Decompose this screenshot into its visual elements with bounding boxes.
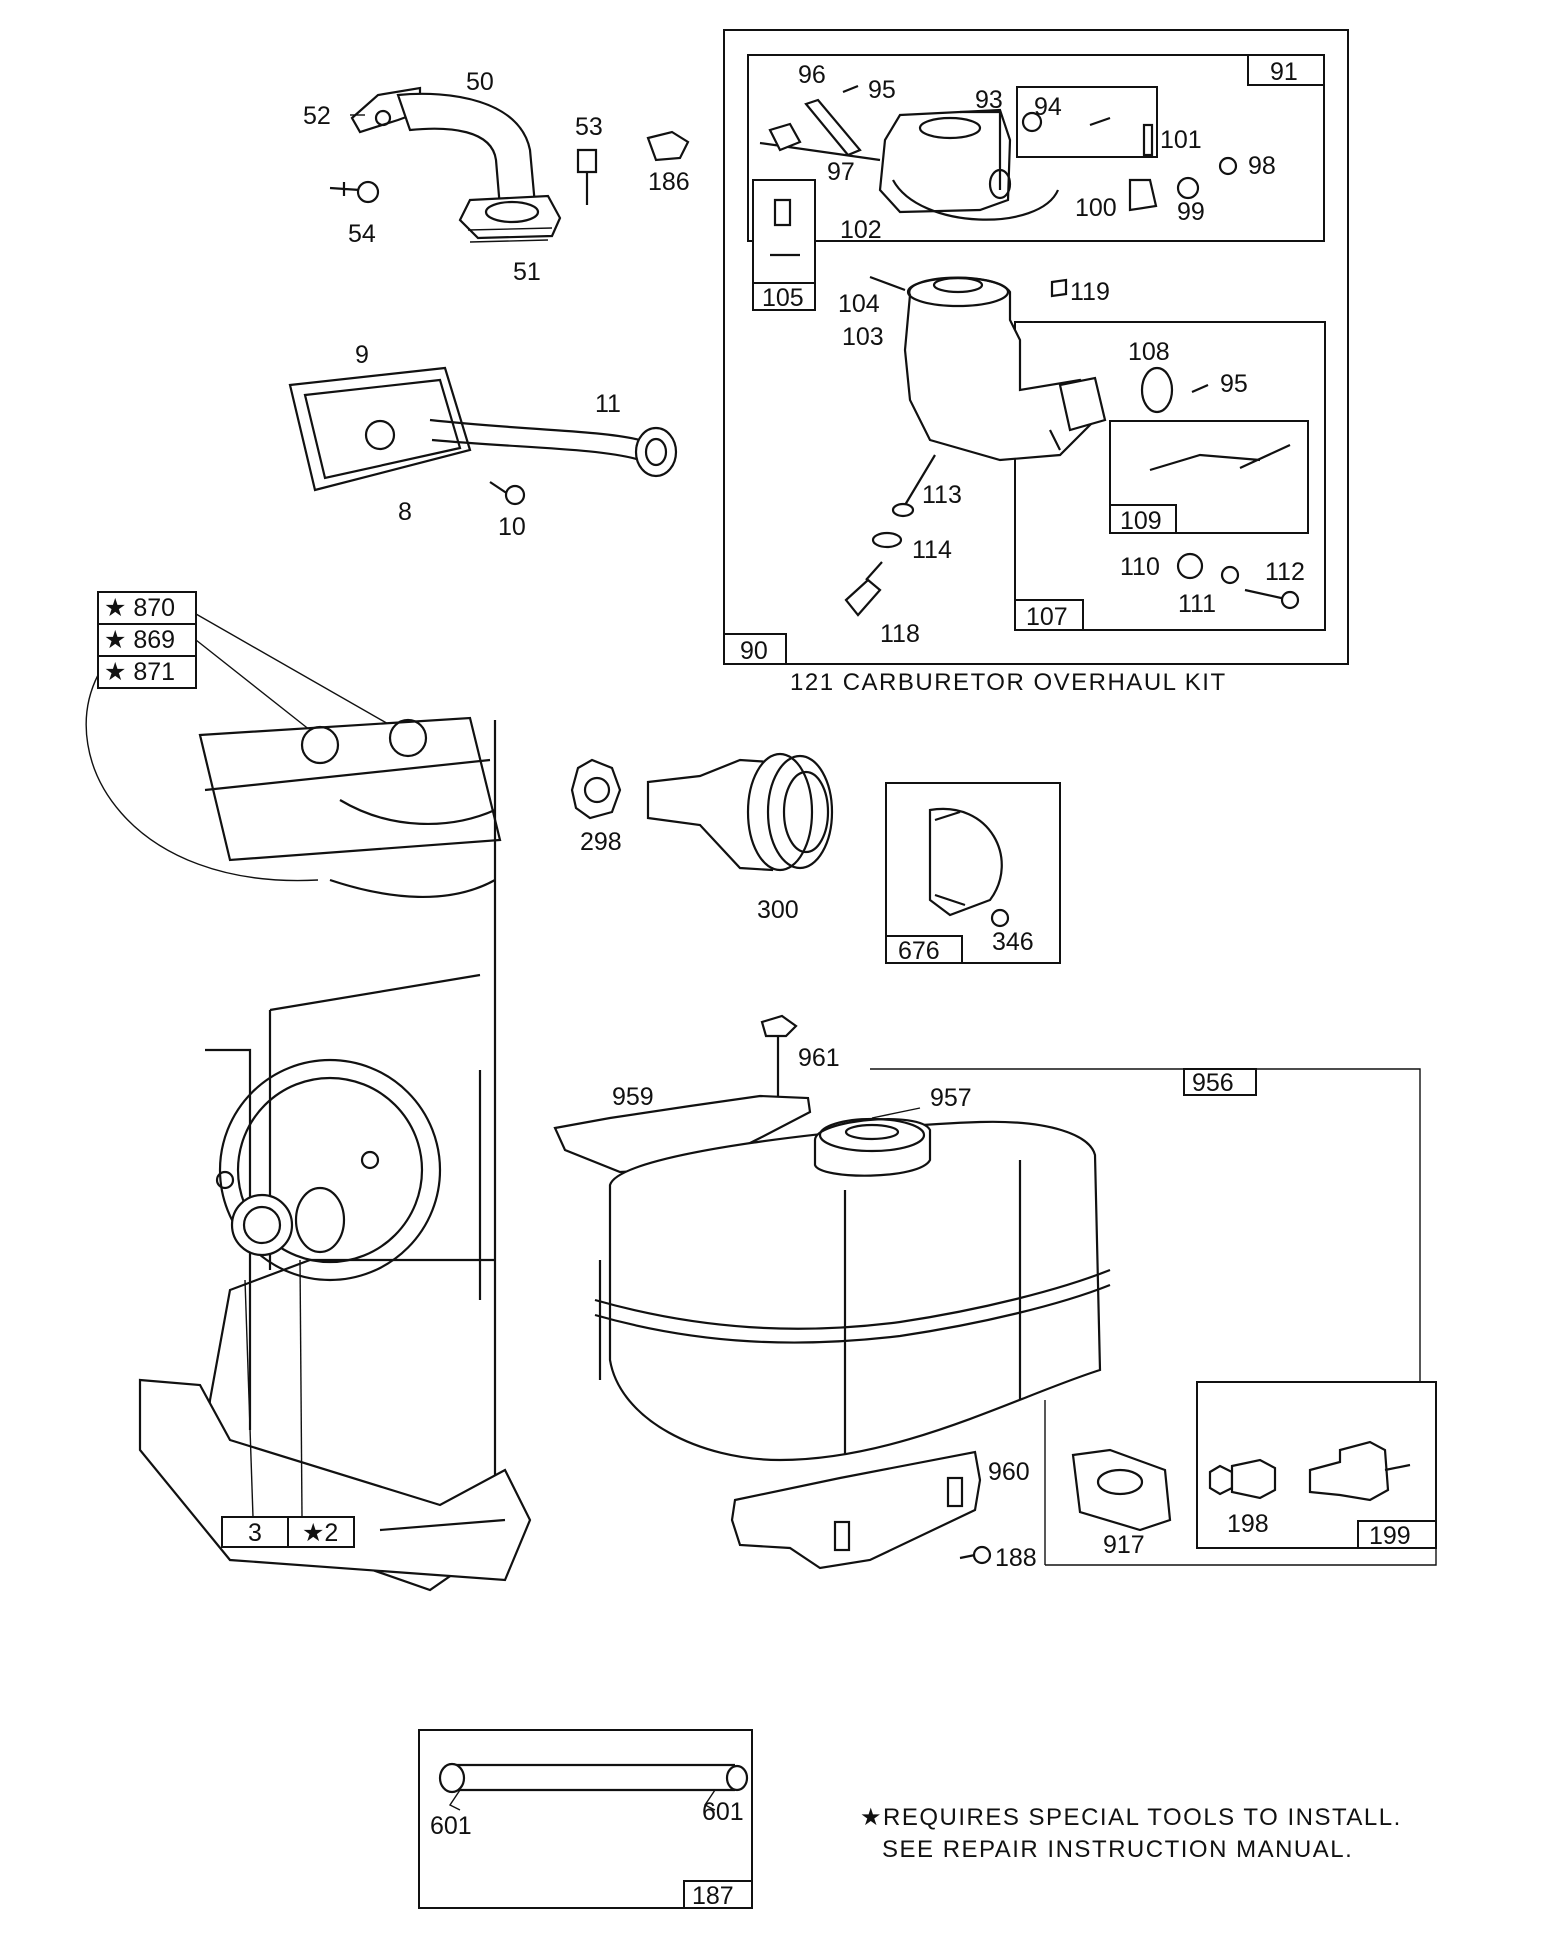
part-956-box (1183, 1068, 1257, 1096)
part-91-box (1247, 54, 1325, 86)
box-label-869: ★ 869 (104, 626, 175, 654)
label-10: 10 (498, 513, 526, 541)
label-300: 300 (757, 896, 799, 924)
label-186: 186 (648, 168, 690, 196)
part-676-group (885, 782, 1061, 964)
part-871-box (97, 655, 197, 689)
label-101: 101 (1160, 126, 1202, 154)
label-93: 93 (975, 86, 1003, 114)
part-199-box (1357, 1520, 1437, 1549)
footnote-line-2: SEE REPAIR INSTRUCTION MANUAL. (882, 1836, 1353, 1863)
part-187-box (683, 1880, 753, 1909)
label-601-left: 601 (430, 1812, 472, 1840)
box-label-109: 109 (1120, 507, 1162, 535)
label-601-right: 601 (702, 1798, 744, 1826)
label-99: 99 (1177, 198, 1205, 226)
box-label-187: 187 (692, 1882, 734, 1910)
label-50: 50 (466, 68, 494, 96)
fuel-line-group (418, 1729, 753, 1909)
exhaust-elbow-group (329, 86, 690, 243)
label-104: 104 (838, 290, 880, 318)
label-110: 110 (1120, 553, 1160, 581)
muffler-group (570, 752, 834, 872)
label-112: 112 (1265, 558, 1305, 586)
label-98: 98 (1248, 152, 1276, 180)
label-52: 52 (303, 102, 331, 130)
part-3-box (221, 1516, 289, 1548)
box-label-676: 676 (898, 937, 940, 965)
label-188: 188 (995, 1544, 1037, 1572)
carburetor-section (723, 29, 1349, 665)
footnote-line-1: ★REQUIRES SPECIAL TOOLS TO INSTALL. (860, 1804, 1402, 1831)
part-676-box (885, 935, 963, 964)
label-114: 114 (912, 536, 952, 564)
label-961: 961 (798, 1044, 840, 1072)
part-labels: 50 52 53 186 54 51 9 11 8 10 96 95 93 94… (303, 61, 1305, 1840)
fuel-tank-group (553, 1014, 1437, 1570)
label-111: 111 (1178, 590, 1216, 618)
label-298: 298 (580, 828, 622, 856)
label-346: 346 (992, 928, 1034, 956)
part-2-box (287, 1516, 355, 1548)
label-11: 11 (595, 390, 621, 418)
label-95a: 95 (868, 76, 896, 104)
label-957: 957 (930, 1084, 972, 1112)
label-917: 917 (1103, 1531, 1145, 1559)
label-51: 51 (513, 258, 541, 286)
label-100: 100 (1075, 194, 1117, 222)
label-53: 53 (575, 113, 603, 141)
part-870-box (97, 591, 197, 625)
label-8: 8 (398, 498, 412, 526)
label-94: 94 (1034, 93, 1062, 121)
part-105-tag (752, 282, 816, 311)
label-113: 113 (922, 481, 962, 509)
label-119: 119 (1070, 278, 1110, 306)
breather-group (288, 366, 678, 506)
part-90-tag (723, 633, 787, 665)
box-label-90: 90 (740, 637, 768, 665)
label-95b: 95 (1220, 370, 1248, 398)
label-959: 959 (612, 1083, 654, 1111)
part-187-frame (418, 1729, 753, 1909)
box-label-956: 956 (1192, 1069, 1234, 1097)
label-102: 102 (840, 216, 882, 244)
label-54: 54 (348, 220, 376, 248)
label-96: 96 (798, 61, 826, 89)
box-label-91: 91 (1270, 58, 1298, 86)
label-118: 118 (880, 620, 920, 648)
label-108: 108 (1128, 338, 1170, 366)
box-label-199: 199 (1369, 1522, 1411, 1550)
box-label-107: 107 (1026, 603, 1068, 631)
label-198: 198 (1227, 1510, 1269, 1538)
carburetor-kit-caption: 121 CARBURETOR OVERHAUL KIT (790, 669, 1227, 696)
label-9: 9 (355, 341, 369, 369)
part-107-tag (1014, 599, 1084, 631)
box-label-2: ★2 (302, 1519, 338, 1547)
box-label-871: ★ 871 (104, 658, 175, 686)
box-label-105: 105 (762, 284, 804, 312)
box-label-870: ★ 870 (104, 594, 175, 622)
part-109-tag (1109, 504, 1177, 534)
label-103: 103 (842, 323, 884, 351)
label-960: 960 (988, 1458, 1030, 1486)
engine-block (138, 720, 532, 1592)
boxed-part-numbers: 91 105 109 107 90 676 956 199 3 ★2 ★ 870… (104, 54, 1411, 1910)
label-97: 97 (827, 158, 855, 186)
box-label-3: 3 (248, 1519, 262, 1547)
